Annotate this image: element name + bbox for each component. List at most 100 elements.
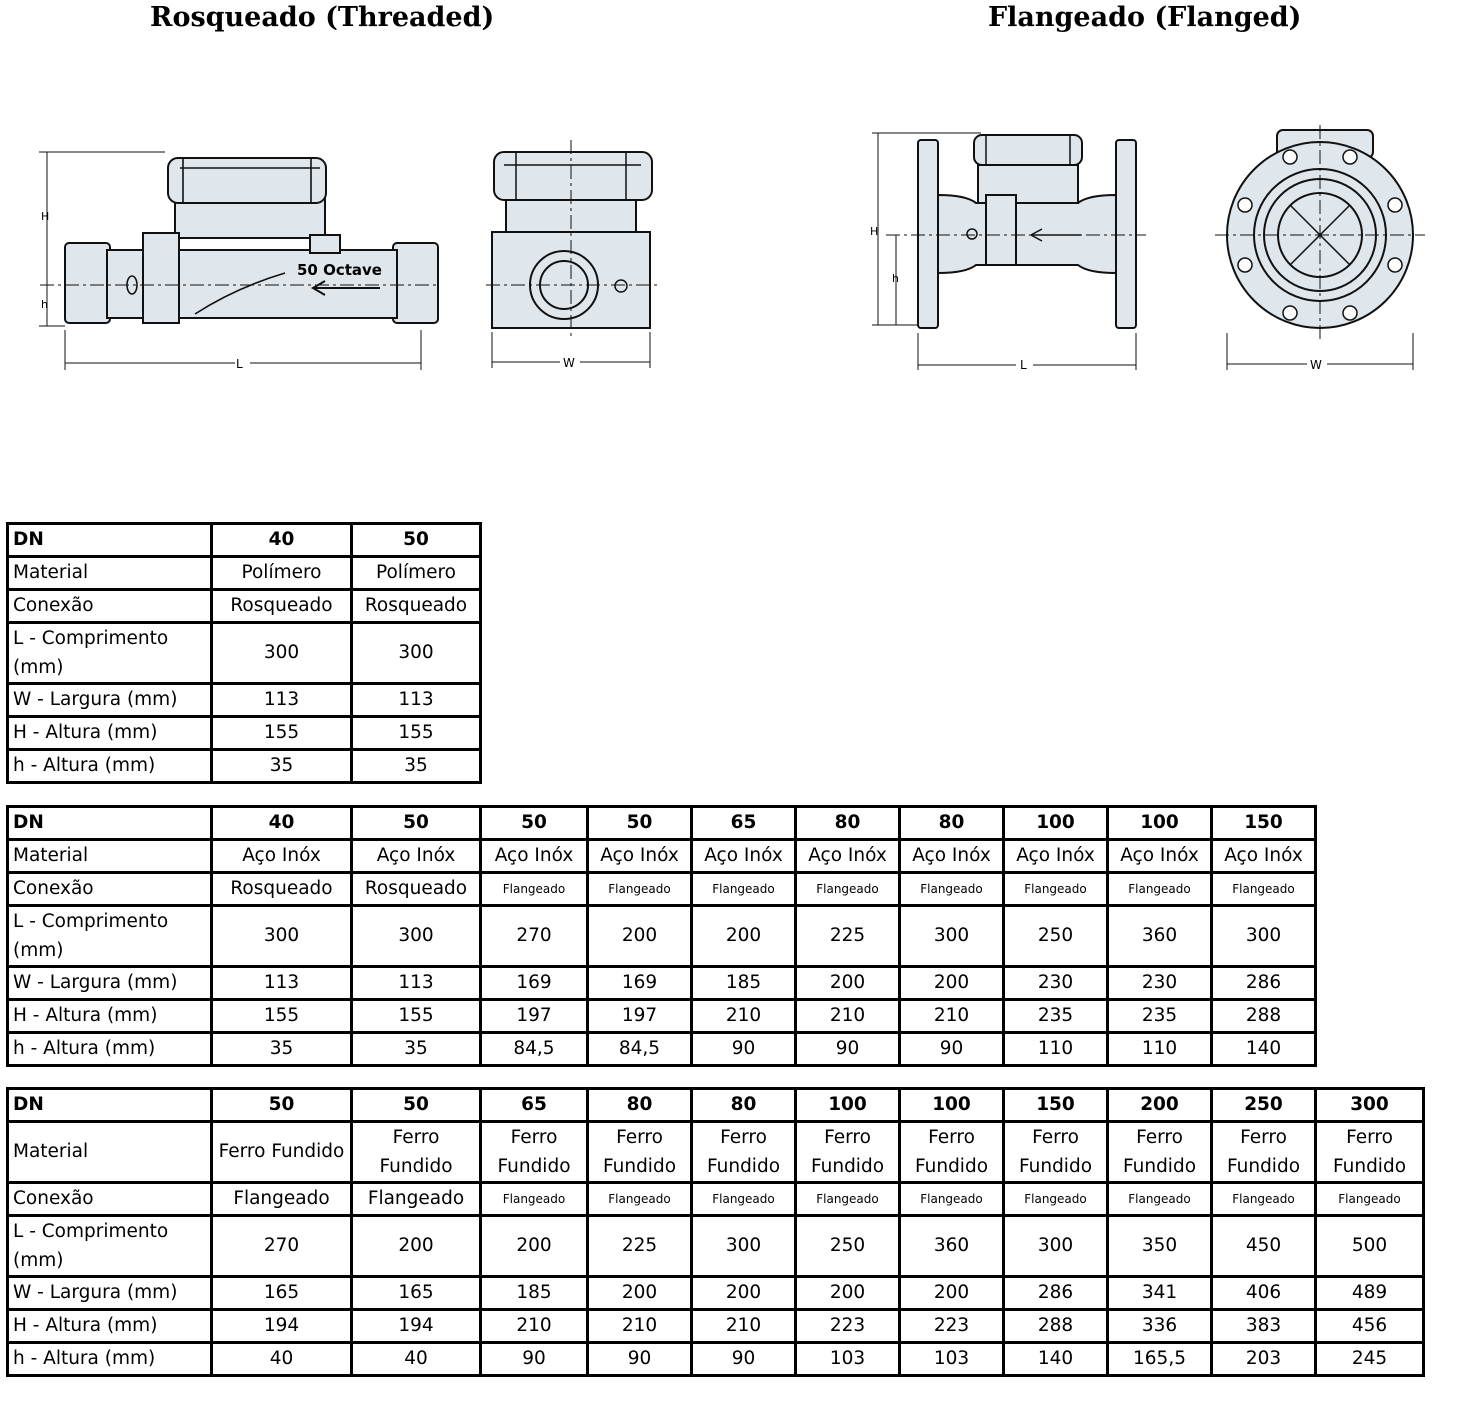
- cell-width: 200: [794, 965, 901, 1001]
- cell-dn: 100: [1106, 805, 1213, 841]
- cell-length: 300: [1002, 1214, 1109, 1278]
- cell-length: 225: [586, 1214, 693, 1278]
- cell-material: Aço Inóx: [1106, 838, 1213, 874]
- cell-length: 225: [794, 904, 901, 968]
- cell-height-h: 35: [350, 748, 482, 784]
- cell-length: 500: [1314, 1214, 1425, 1278]
- cell-length: 250: [794, 1214, 901, 1278]
- cell-dn: 80: [690, 1087, 797, 1123]
- cell-height: 210: [586, 1308, 693, 1344]
- cell-width: 113: [210, 682, 353, 718]
- dimension-L-label: L: [236, 357, 243, 371]
- cell-height: 197: [586, 998, 693, 1034]
- cell-width: 200: [898, 965, 1005, 1001]
- cell-height-h: 103: [794, 1341, 901, 1377]
- cell-height: 210: [898, 998, 1005, 1034]
- cell-width: 165: [210, 1275, 353, 1311]
- cell-length: 200: [586, 904, 693, 968]
- cell-dn: 100: [898, 1087, 1005, 1123]
- cell-height-h: 90: [794, 1031, 901, 1067]
- cell-material: Ferro Fundido: [1002, 1120, 1109, 1184]
- row-label: Conexão: [6, 1181, 213, 1217]
- cell-height-h: 84,5: [586, 1031, 693, 1067]
- cell-height-h: 90: [690, 1341, 797, 1377]
- cell-length: 360: [1106, 904, 1213, 968]
- cell-height-h: 90: [690, 1031, 797, 1067]
- cell-material: Ferro Fundido: [479, 1120, 589, 1184]
- cell-conexao: Flangeado: [1002, 871, 1109, 907]
- cell-width: 185: [690, 965, 797, 1001]
- cell-material: Polímero: [350, 555, 482, 591]
- row-label: L - Comprimento (mm): [6, 904, 213, 968]
- cell-width: 165: [350, 1275, 482, 1311]
- cell-width: 200: [586, 1275, 693, 1311]
- cell-length: 450: [1210, 1214, 1317, 1278]
- cell-conexao: Rosqueado: [210, 588, 353, 624]
- cell-height-h: 140: [1210, 1031, 1317, 1067]
- cell-length: 270: [210, 1214, 353, 1278]
- cell-length: 300: [350, 621, 482, 685]
- cell-dn: 80: [898, 805, 1005, 841]
- cell-dn: 65: [690, 805, 797, 841]
- cell-height: 210: [690, 998, 797, 1034]
- dimension-W-label-flanged: W: [1310, 358, 1322, 372]
- cell-material: Aço Inóx: [1210, 838, 1317, 874]
- row-label: H - Altura (mm): [6, 1308, 213, 1344]
- cell-material: Aço Inóx: [586, 838, 693, 874]
- cell-length: 300: [210, 904, 353, 968]
- cell-height: 383: [1210, 1308, 1317, 1344]
- cell-material: Aço Inóx: [690, 838, 797, 874]
- row-label: L - Comprimento (mm): [6, 621, 213, 685]
- cell-conexao: Flangeado: [1210, 871, 1317, 907]
- cell-height-h: 203: [1210, 1341, 1317, 1377]
- cell-height-h: 90: [479, 1341, 589, 1377]
- cell-width: 406: [1210, 1275, 1317, 1311]
- cell-conexao: Rosqueado: [350, 588, 482, 624]
- cell-dn: 200: [1106, 1087, 1213, 1123]
- cell-material: Ferro Fundido: [898, 1120, 1005, 1184]
- cell-material: Polímero: [210, 555, 353, 591]
- cell-width: 489: [1314, 1275, 1425, 1311]
- row-label: Conexão: [6, 871, 213, 907]
- dimension-h-label: h: [41, 298, 48, 311]
- cell-height-h: 40: [210, 1341, 353, 1377]
- flanged-heading: Flangeado (Flanged): [988, 2, 1302, 33]
- cell-height: 210: [794, 998, 901, 1034]
- cell-height: 155: [350, 998, 482, 1034]
- cell-conexao: Flangeado: [1106, 1181, 1213, 1217]
- cell-dn: 50: [350, 805, 482, 841]
- cell-dn: 80: [794, 805, 901, 841]
- cell-conexao: Flangeado: [794, 871, 901, 907]
- cell-length: 200: [690, 904, 797, 968]
- cell-material: Ferro Fundido: [350, 1120, 482, 1184]
- cell-conexao: Rosqueado: [210, 871, 353, 907]
- cell-material: Aço Inóx: [210, 838, 353, 874]
- dimension-L-label-flanged: L: [1020, 358, 1027, 372]
- cell-dn: 150: [1002, 1087, 1109, 1123]
- cell-width: 341: [1106, 1275, 1213, 1311]
- cell-length: 270: [479, 904, 589, 968]
- cell-height-h: 35: [210, 1031, 353, 1067]
- cell-width: 185: [479, 1275, 589, 1311]
- cell-dn: 150: [1210, 805, 1317, 841]
- cell-dn: 40: [210, 522, 353, 558]
- cell-material: Aço Inóx: [350, 838, 482, 874]
- cell-width: 113: [350, 682, 482, 718]
- cell-length: 250: [1002, 904, 1109, 968]
- row-label: Material: [6, 555, 213, 591]
- cell-height: 288: [1210, 998, 1317, 1034]
- row-label: W - Largura (mm): [6, 682, 213, 718]
- cell-width: 169: [479, 965, 589, 1001]
- cell-height: 223: [794, 1308, 901, 1344]
- row-label: h - Altura (mm): [6, 1031, 213, 1067]
- cell-material: Aço Inóx: [898, 838, 1005, 874]
